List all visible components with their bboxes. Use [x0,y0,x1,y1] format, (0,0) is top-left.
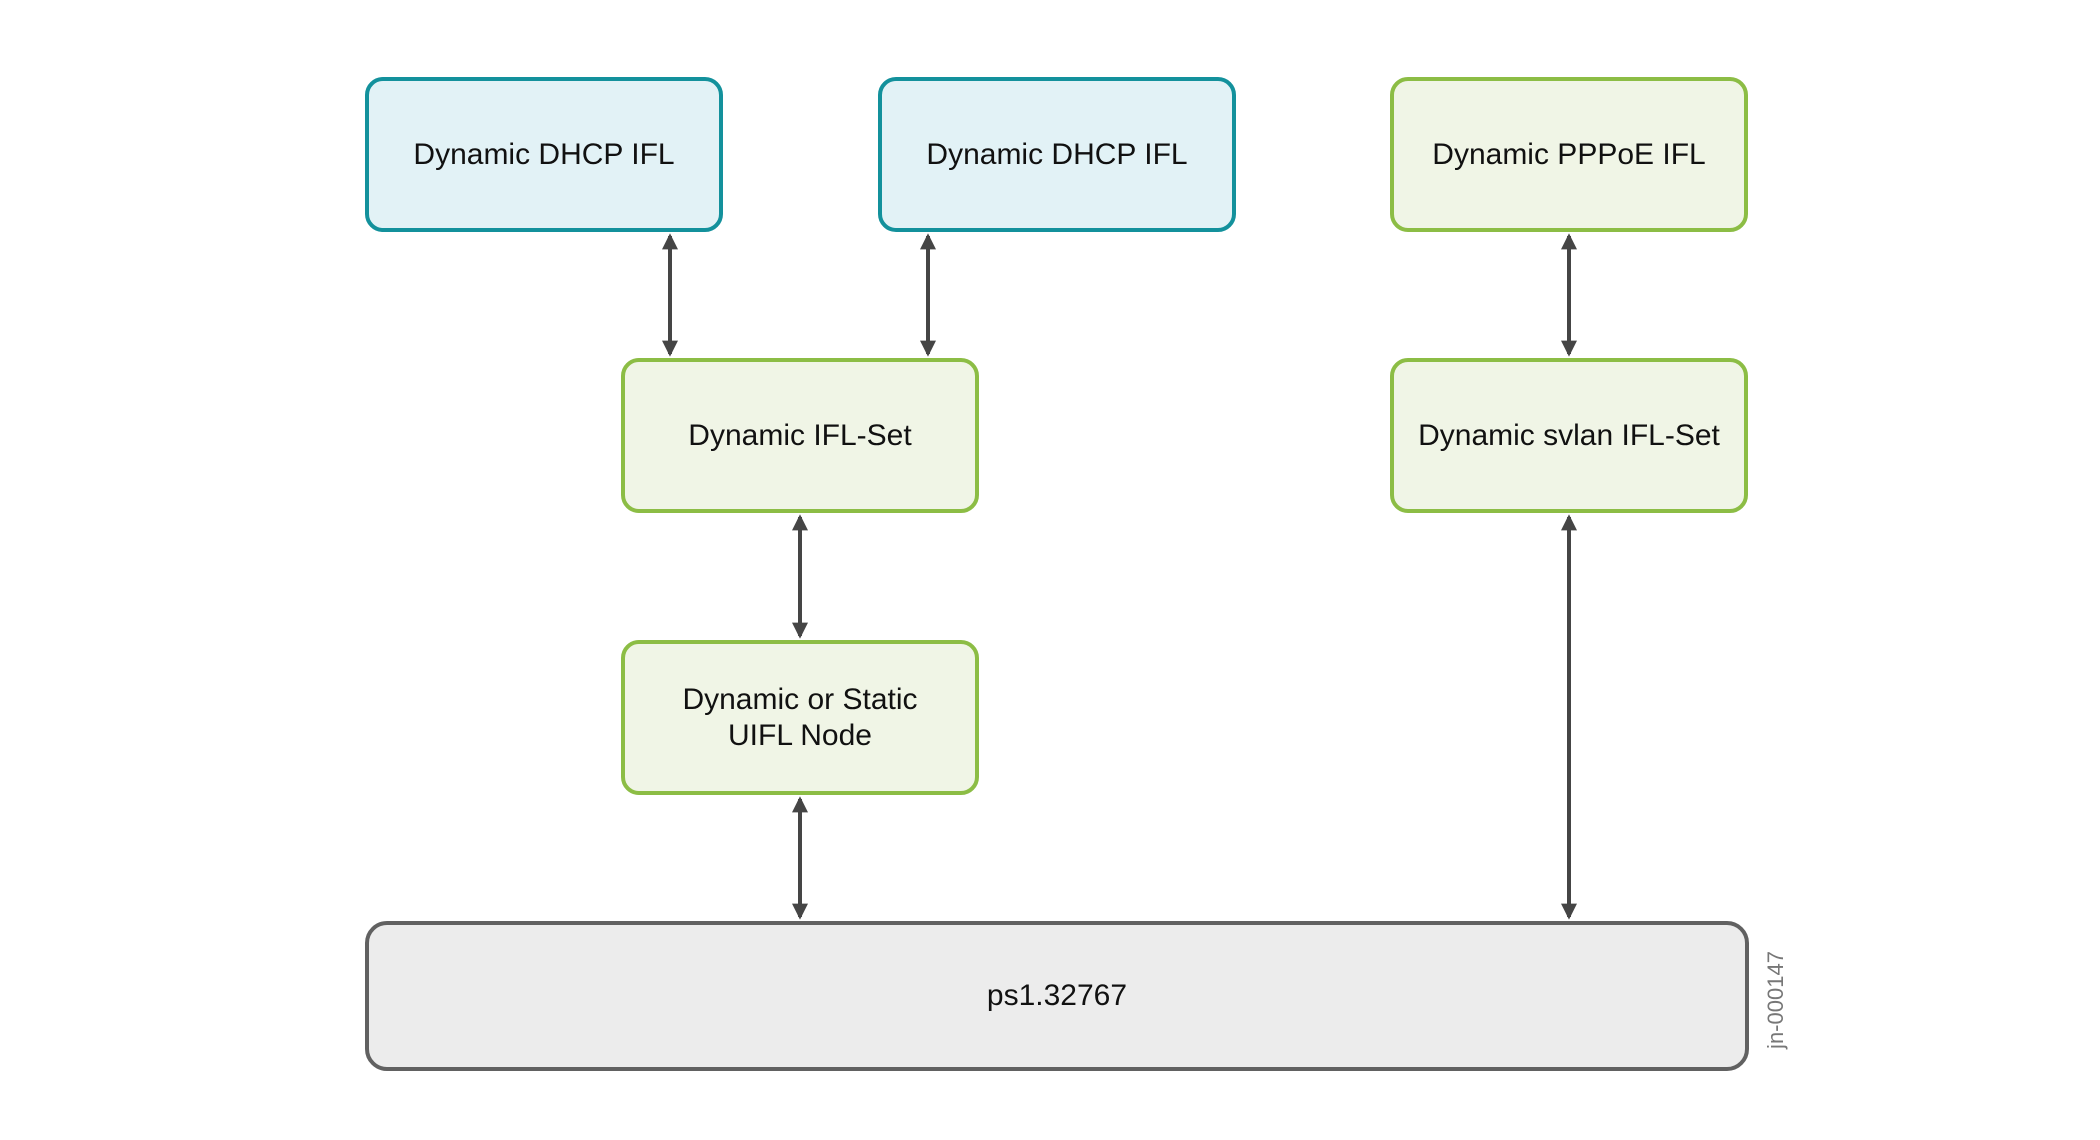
node-label: ps1.32767 [986,979,1128,1012]
node-label: Dynamic DHCP IFL [413,137,675,171]
figure-id-label: jn-000147 [1763,951,1788,1049]
dynamic-dhcp-ifl-node-1: Dynamic DHCP IFL [365,77,723,232]
node-label: Dynamic svlan IFL-Set [1418,418,1720,452]
node-label: Dynamic DHCP IFL [926,137,1188,171]
dynamic-ifl-set-node: Dynamic IFL-Set [621,358,979,513]
dynamic-svlan-ifl-set-node: Dynamic svlan IFL-Set [1390,358,1748,513]
uifl-node: Dynamic or Static UIFL Node [621,640,979,795]
node-label: Dynamic IFL-Set [688,418,912,452]
node-label: Dynamic or Static UIFL Node [682,682,918,752]
dynamic-pppoe-ifl-node: Dynamic PPPoE IFL [1390,77,1748,232]
ps-interface-node: ps1.32767 [365,921,1749,1071]
dynamic-dhcp-ifl-node-2: Dynamic DHCP IFL [878,77,1236,232]
node-label: Dynamic PPPoE IFL [1432,137,1706,171]
